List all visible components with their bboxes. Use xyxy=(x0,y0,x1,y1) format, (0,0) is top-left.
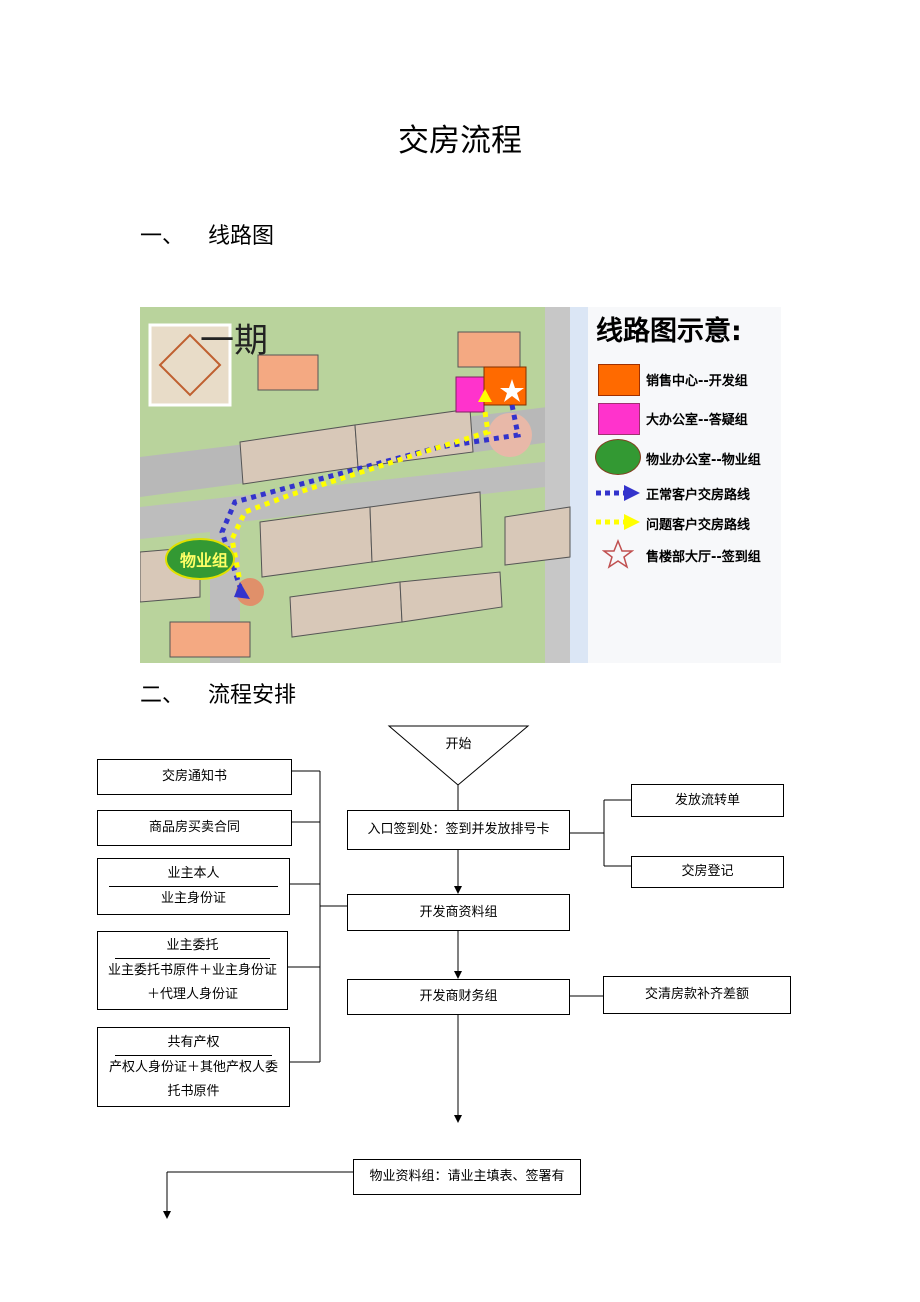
group-label-text: 物业组 xyxy=(180,551,228,570)
property-docs-box: 物业资料组：请业主填表、签署有 xyxy=(353,1159,581,1195)
contract-box: 商品房买卖合同 xyxy=(97,810,292,846)
blue-dotted-arrow-icon xyxy=(596,485,640,501)
box-text: 业主委托书原件＋业主身份证＋代理人身份证 xyxy=(107,963,277,1002)
star-icon xyxy=(602,539,634,569)
magenta-square-icon xyxy=(598,403,640,435)
phase-label-text: 一期 xyxy=(200,321,268,361)
legend-item: 问题客户交房路线 xyxy=(646,518,751,533)
owner-proxy-box: 业主委托 业主委托书原件＋业主身份证＋代理人身份证 xyxy=(97,931,288,1010)
section-label: 流程安排 xyxy=(208,683,297,708)
legend-item: 大办公室--答疑组 xyxy=(646,413,748,428)
section-label: 线路图 xyxy=(208,224,275,249)
developer-finance-box: 开发商财务组 xyxy=(347,979,570,1015)
map-legend: 线路图示意: 销售中心--开发组 大办公室--答疑组 物业办公室--物业组 正常… xyxy=(588,307,781,663)
start-triangle xyxy=(387,725,530,786)
page-title: 交房流程 xyxy=(398,123,522,159)
settle-payment-box: 交清房款补齐差额 xyxy=(603,976,791,1014)
start-label: 开始 xyxy=(445,737,472,752)
issue-transfer-sheet-box: 发放流转单 xyxy=(631,784,784,817)
site-plan-image: 物业组 一期 xyxy=(140,307,588,663)
section-heading-process: 二、流程安排 xyxy=(140,677,296,709)
section-heading-route: 一、线路图 xyxy=(140,218,274,250)
owner-in-person-box: 业主本人 业主身份证 xyxy=(97,858,290,915)
checkin-box: 入口签到处：签到并发放排号卡 xyxy=(347,810,570,850)
yellow-dotted-arrow-icon xyxy=(596,514,640,530)
box-heading: 业主本人 xyxy=(109,862,278,887)
joint-ownership-box: 共有产权 产权人身份证＋其他产权人委托书原件 xyxy=(97,1027,290,1107)
route-map: 物业组 一期 线路图示意: 销售中心--开发组 大办公室--答疑组 物业办公室-… xyxy=(140,307,781,663)
legend-item: 售楼部大厅--签到组 xyxy=(646,550,761,565)
legend-item: 物业办公室--物业组 xyxy=(646,453,761,468)
box-heading: 共有产权 xyxy=(114,1031,273,1056)
legend-title: 线路图示意: xyxy=(596,316,742,347)
box-text: 业主身份证 xyxy=(160,891,226,906)
developer-docs-box: 开发商资料组 xyxy=(347,894,570,931)
green-ellipse-icon xyxy=(595,439,641,475)
section-number: 一、 xyxy=(140,224,185,249)
legend-item: 销售中心--开发组 xyxy=(646,374,748,389)
legend-item: 正常客户交房路线 xyxy=(646,488,751,503)
section-number: 二、 xyxy=(140,683,185,708)
handover-registration-box: 交房登记 xyxy=(631,856,784,888)
box-text: 产权人身份证＋其他产权人委托书原件 xyxy=(108,1059,278,1099)
orange-square-icon xyxy=(598,364,640,396)
box-heading: 业主委托 xyxy=(114,934,271,959)
notice-box: 交房通知书 xyxy=(97,759,292,795)
